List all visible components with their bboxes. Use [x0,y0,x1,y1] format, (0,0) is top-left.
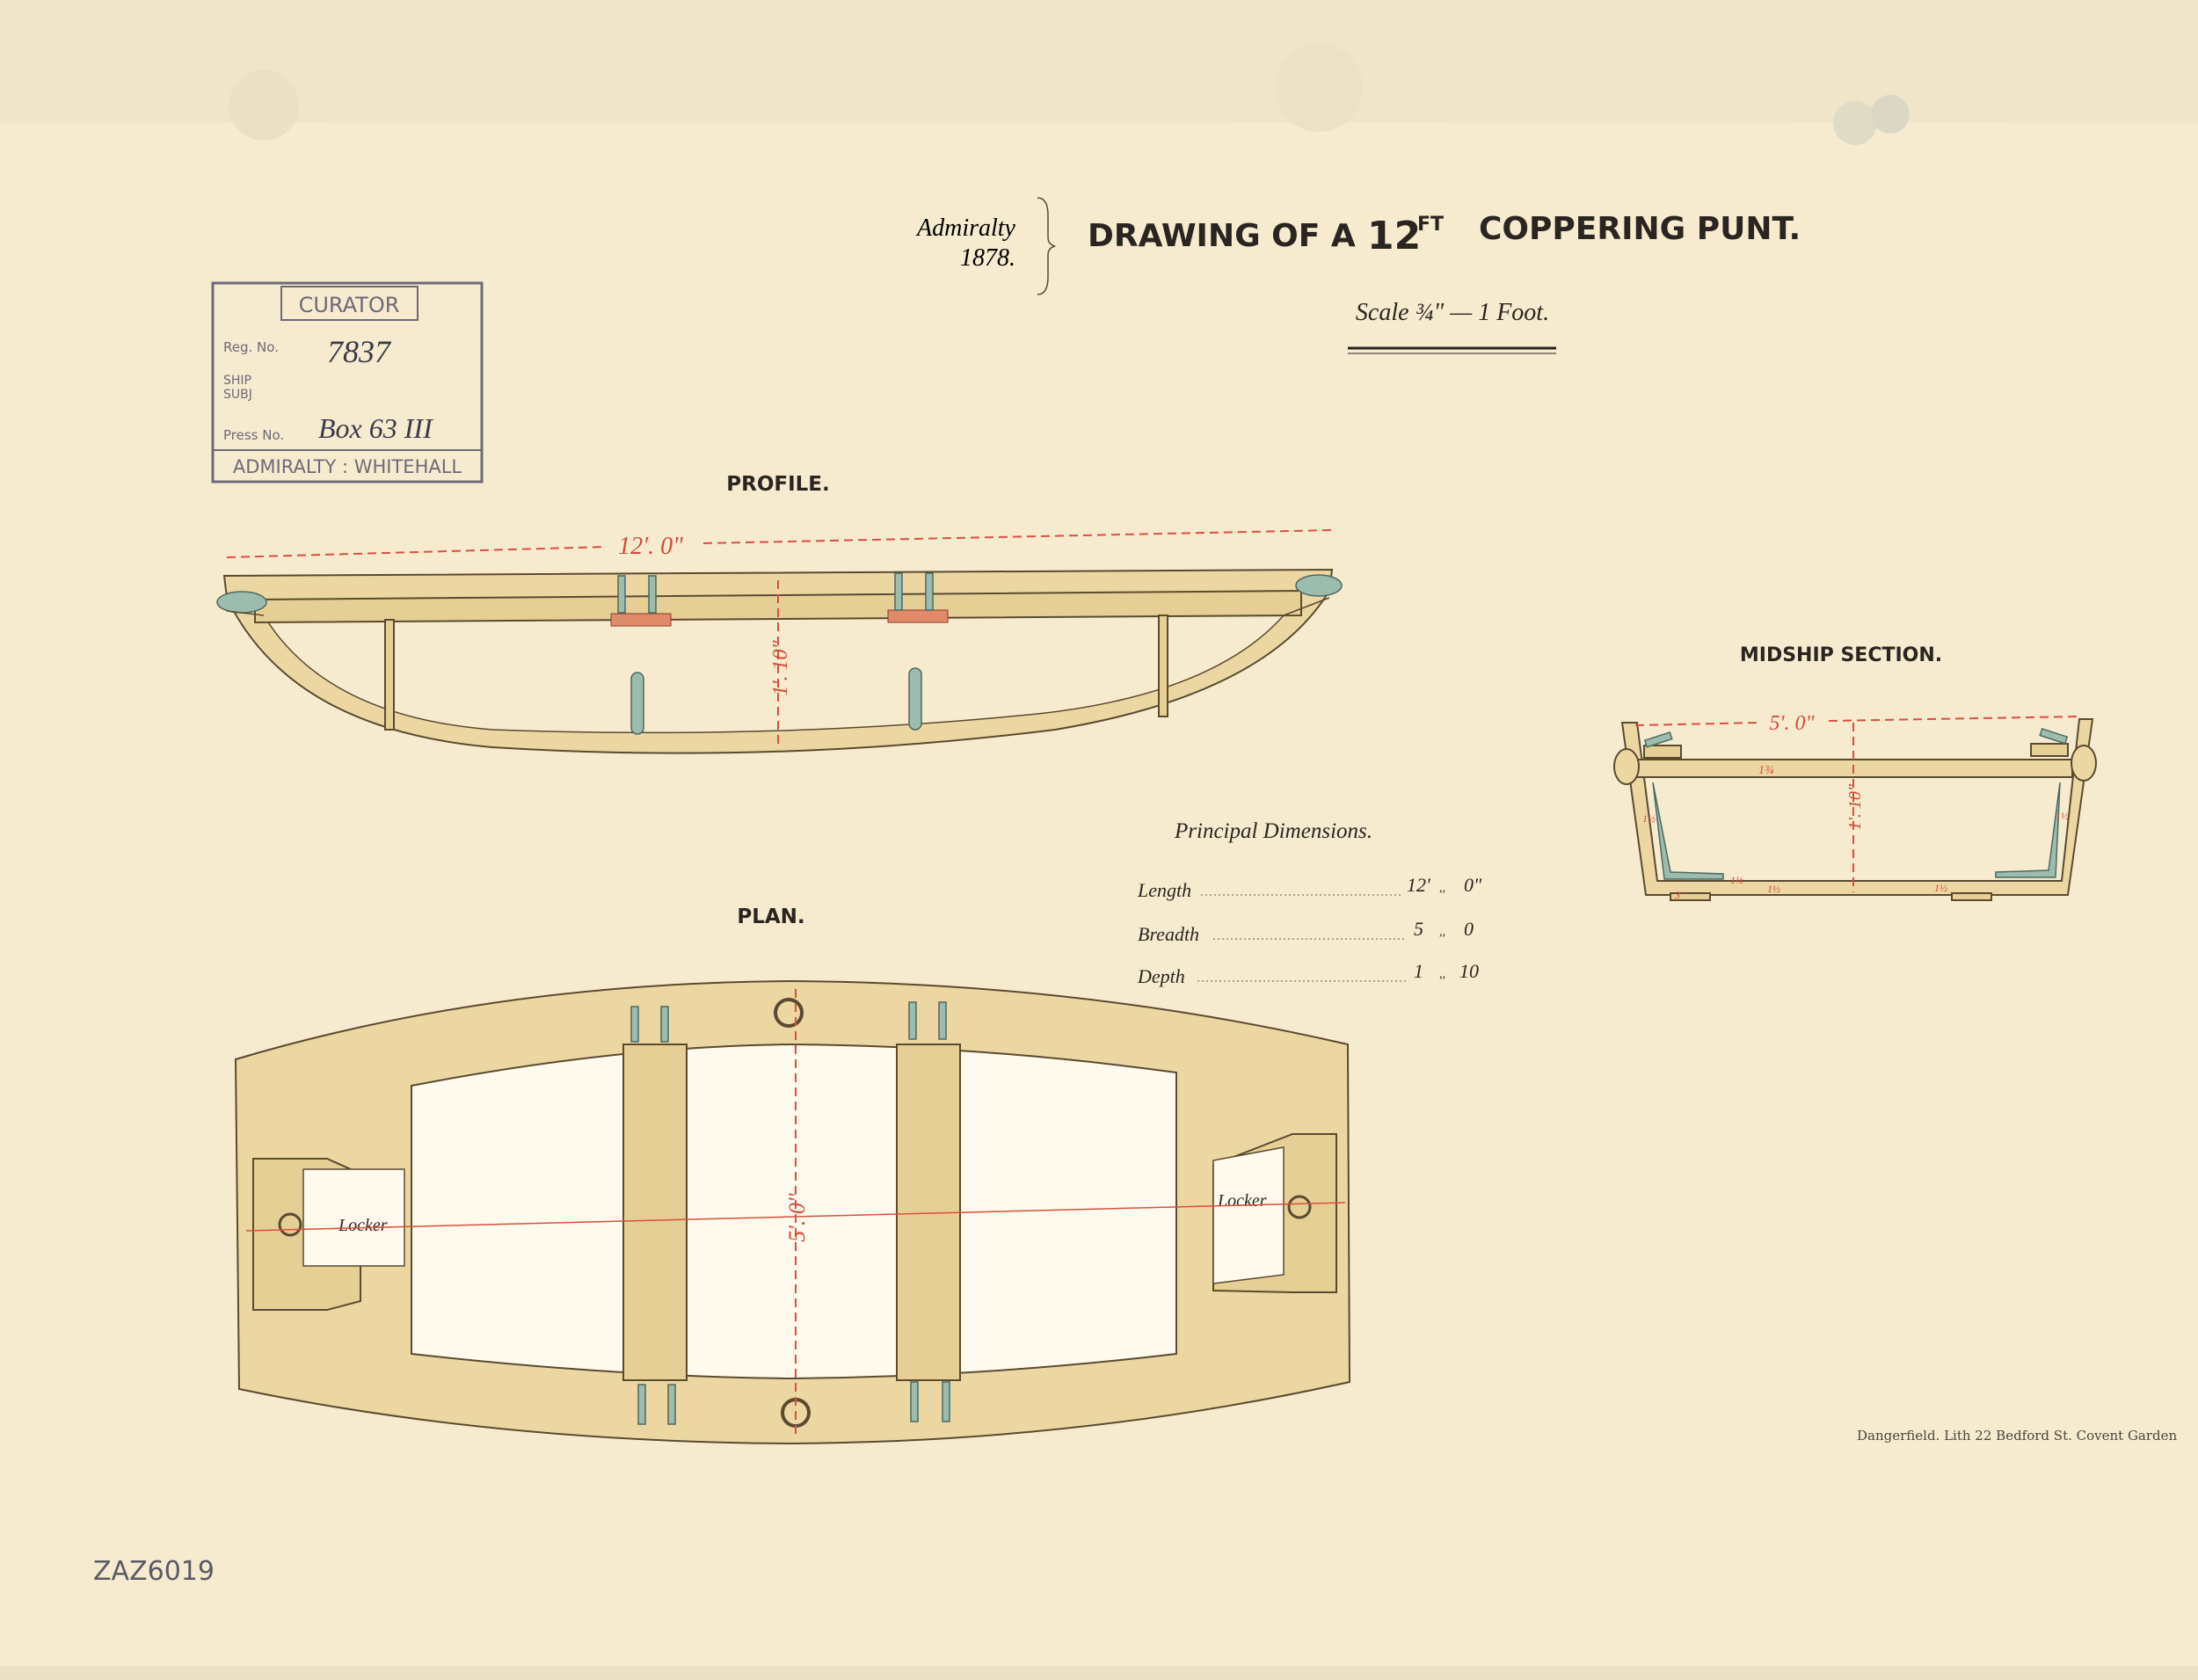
title-suffix: COPPERING PUNT. [1479,211,1801,247]
title-block: Admiralty 1878. DRAWING OF A 12 FT COPPE… [915,197,1801,354]
dimension-inches: 10 [1459,960,1479,982]
locker-label-aft: Locker [338,1216,388,1235]
dimension-label: Breadth [1138,923,1199,945]
scantling-label: 1½ [1934,882,1947,894]
plan-view: PLAN. Locker Locker 5'. 0" [234,905,1351,1445]
dimension-feet: 5 [1414,918,1423,940]
scantling-label: 1½ [1642,812,1656,825]
stamp-reg-label: Reg. No. [223,339,279,355]
midship-depth-dim: 1'. 10" [1845,783,1865,830]
dimension-inches: 0" [1464,874,1482,896]
midship-breadth-dim: 5'. 0" [1769,712,1815,735]
plan-breadth-dim: 5'. 0" [784,1193,810,1242]
dimension-feet: 12' [1407,874,1430,896]
scantling-label: 1½ [2056,810,2069,822]
dimensions-heading: Principal Dimensions. [1174,819,1372,843]
year-text: 1878. [960,244,1015,272]
dimension-sep: ,, [1439,926,1445,939]
profile-view: PROFILE. 12'. 0" 1'. 10" [216,473,1343,754]
stamp-press-label: Press No. [223,427,284,443]
dimension-label: Length [1137,879,1191,901]
authority-text: Admiralty [915,215,1016,242]
dimension-sep: ,, [1439,968,1445,981]
dimension-row-breadth: Breadth 5 ,, 0 [1138,918,1474,945]
stamp-heading: CURATOR [299,293,400,317]
curator-stamp: CURATOR Reg. No. 7837 SHIP SUBJ Press No… [211,281,484,484]
plan-label: PLAN. [737,905,804,928]
scantling-label: 3" [1674,889,1685,901]
stamp-footer: ADMIRALTY : WHITEHALL [233,456,462,477]
locker-label-fore: Locker [1217,1191,1267,1211]
stamp-reg-value: 7837 [327,334,392,369]
stamp-press-value: Box 63 III [318,412,433,444]
dimension-row-length: Length 12' ,, 0" [1137,874,1482,901]
dimension-feet: 1 [1414,960,1423,982]
catalogue-id: ZAZ6019 [93,1556,215,1587]
midship-label: MIDSHIP SECTION. [1740,644,1942,666]
profile-length-dim: 12'. 0" [618,533,683,560]
scantling-label: 1½ [1767,883,1780,895]
dimension-inches: 0 [1464,918,1474,940]
title-prefix: DRAWING OF A [1088,218,1356,254]
profile-label: PROFILE. [726,473,830,496]
dimension-row-depth: Depth 1 ,, 10 [1137,960,1479,987]
scantling-label: 1⅛ [1730,874,1743,886]
scale-text: Scale ¾" — 1 Foot. [1356,299,1549,326]
principal-dimensions-table: Principal Dimensions. Length 12' ,, 0" B… [1137,819,1482,987]
midship-section-view: MIDSHIP SECTION. 5'. 0" 1'. 10" 1¾ 1½ 1⅛… [1613,644,2097,901]
stamp-subj-label: SUBJ [223,388,252,402]
profile-depth-dim: 1'. 10" [769,639,792,695]
thwart [622,1044,688,1381]
title-unit: FT [1417,214,1444,236]
dimension-label: Depth [1137,965,1185,987]
title-size: 12 [1367,214,1421,258]
brace [1037,197,1056,295]
dimension-sep: ,, [1439,882,1445,895]
scantling-label: 1¾ [1758,764,1774,777]
stamp-ship-label: SHIP [223,374,251,388]
printer-credit: Dangerfield. Lith 22 Bedford St. Covent … [1857,1428,2178,1444]
